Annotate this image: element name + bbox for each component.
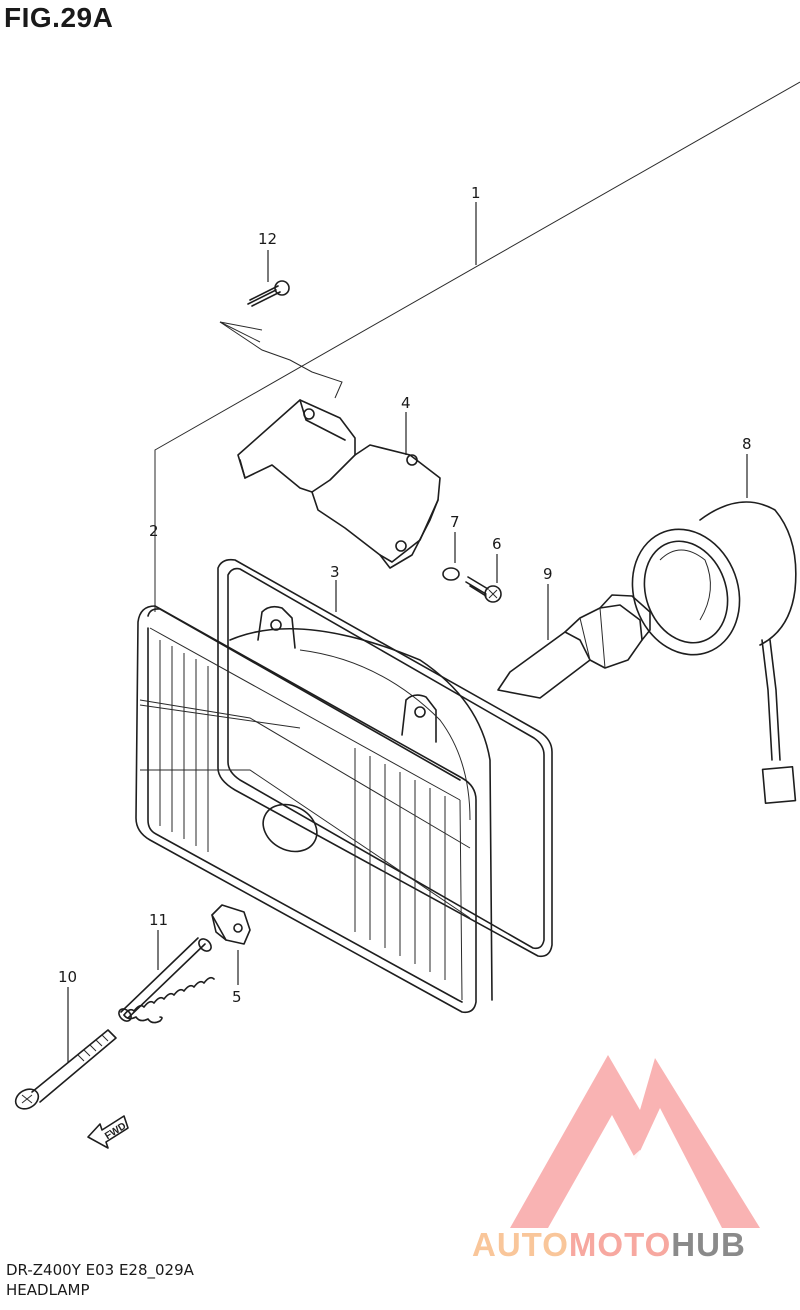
callout-7: 7 bbox=[450, 513, 460, 531]
washer-7 bbox=[442, 532, 460, 581]
fwd-label: FWD bbox=[103, 1121, 128, 1142]
figure-caption: DR-Z400Y E03 E28_029A HEADLAMP bbox=[6, 1260, 194, 1300]
headlamp-bracket-4 bbox=[237, 399, 441, 569]
watermark-logo bbox=[510, 1055, 760, 1228]
callout-5: 5 bbox=[232, 988, 242, 1006]
screw-12 bbox=[219, 250, 343, 399]
callout-12: 12 bbox=[258, 230, 277, 248]
figure-code: DR-Z400Y E03 E28_029A bbox=[6, 1261, 194, 1279]
callout-8: 8 bbox=[742, 435, 752, 453]
watermark-wordmark: AUTOMOTOHUB bbox=[472, 1226, 746, 1264]
callout-6: 6 bbox=[492, 535, 502, 553]
watermark-moto: MOTO bbox=[568, 1226, 672, 1263]
callout-labels: 1 2 3 4 5 6 7 8 9 10 11 12 bbox=[58, 184, 752, 1006]
figure-title: FIG.29A bbox=[4, 2, 114, 33]
callout-9: 9 bbox=[543, 565, 553, 583]
callout-4: 4 bbox=[401, 394, 411, 412]
socket-cover-8 bbox=[631, 454, 797, 805]
callout-1: 1 bbox=[471, 184, 481, 202]
callout-10: 10 bbox=[58, 968, 77, 986]
spring-11 bbox=[118, 930, 215, 1024]
callout-3: 3 bbox=[330, 563, 340, 581]
assembly-outline-1 bbox=[154, 81, 800, 612]
watermark-auto: AUTO bbox=[472, 1226, 569, 1263]
headlamp-unit-2 bbox=[135, 605, 493, 1014]
callout-11: 11 bbox=[149, 911, 168, 929]
bolt-6 bbox=[465, 554, 502, 603]
callout-2: 2 bbox=[149, 522, 159, 540]
adjuster-nut-5 bbox=[211, 904, 251, 985]
figure-name: HEADLAMP bbox=[6, 1281, 90, 1299]
watermark-hub: HUB bbox=[671, 1226, 746, 1263]
headlamp-gasket-3 bbox=[217, 558, 553, 958]
adjuster-screw-10 bbox=[14, 987, 117, 1110]
bulb-9 bbox=[497, 584, 651, 699]
forward-direction-arrow: FWD bbox=[87, 1115, 129, 1149]
